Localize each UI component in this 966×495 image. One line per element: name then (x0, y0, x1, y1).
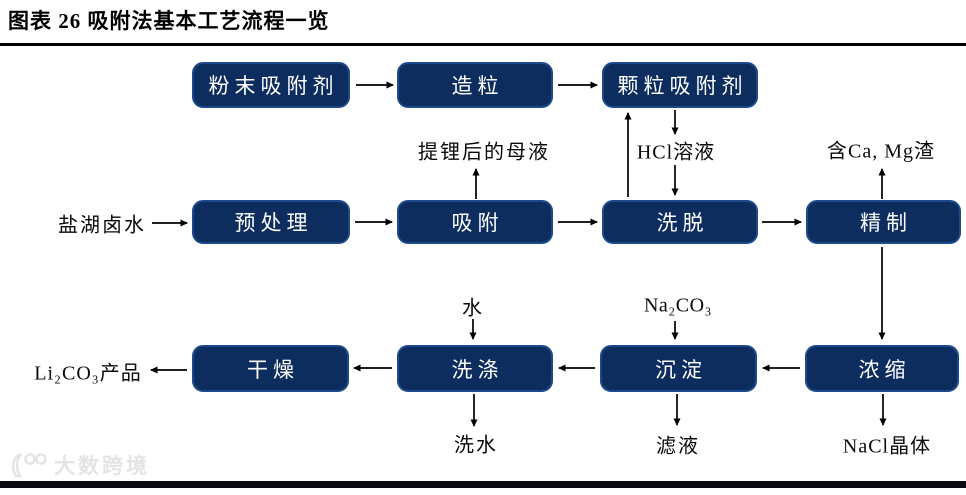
node-granular-adsorbent: 颗粒吸附剂 (602, 62, 758, 108)
node-adsorption: 吸附 (397, 200, 553, 244)
node-granulation: 造粒 (397, 62, 553, 108)
watermark-brand-text: 大数跨境 (54, 455, 150, 478)
label-li2co3-product: Li₂CO₃产品 (34, 362, 142, 385)
label-water: 水 (462, 297, 484, 320)
node-drying: 干燥 (192, 345, 349, 392)
label-hcl-solution: HCl溶液 (636, 141, 716, 164)
figure-title: 图表 26 吸附法基本工艺流程一览 (8, 9, 330, 33)
label-brine: 盐湖卤水 (58, 214, 146, 237)
label-ca-mg-slag: 含Ca, Mg渣 (827, 140, 935, 163)
watermark: 大数跨境 (8, 449, 150, 481)
label-filtrate: 滤液 (656, 435, 700, 458)
bottom-bar (0, 481, 966, 488)
node-precipitation: 沉淀 (600, 345, 757, 392)
node-pretreatment: 预处理 (192, 200, 350, 244)
node-washing: 洗涤 (397, 345, 553, 392)
label-nacl-crystal: NaCl晶体 (842, 435, 932, 458)
watermark-logo-icon (11, 452, 47, 478)
label-wash-water: 洗水 (454, 434, 498, 457)
title-rule (0, 43, 966, 46)
node-refining: 精制 (806, 200, 961, 244)
node-concentration: 浓缩 (805, 345, 959, 392)
node-powder-adsorbent: 粉末吸附剂 (192, 62, 350, 108)
label-na2co3: Na₂CO₃ (643, 294, 713, 317)
label-mother-liquor: 提锂后的母液 (418, 141, 550, 164)
node-elution: 洗脱 (602, 200, 758, 244)
